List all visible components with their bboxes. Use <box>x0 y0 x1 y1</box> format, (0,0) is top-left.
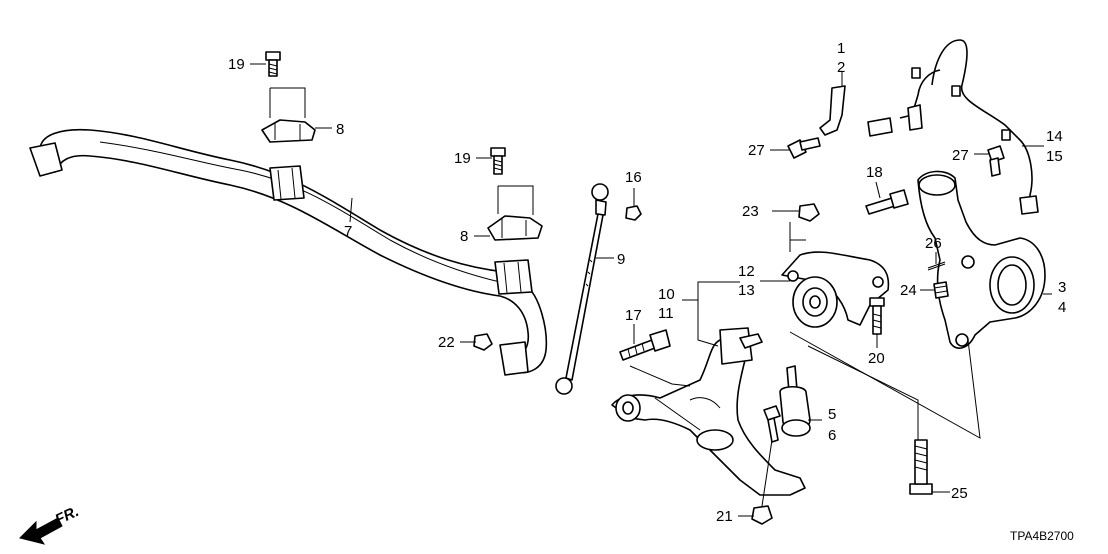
callout-24: 24 <box>900 282 917 299</box>
ball-joint <box>779 365 811 437</box>
callout-17: 17 <box>625 307 642 324</box>
callout-27-left: 27 <box>748 142 765 159</box>
callout-12: 12 <box>738 263 755 280</box>
callout-labels: 1 2 3 4 5 6 7 8 8 9 10 11 12 13 14 15 16… <box>228 40 1066 525</box>
nut-21 <box>751 505 773 525</box>
callout-3: 3 <box>1058 279 1066 296</box>
bolt-27-left <box>787 137 821 159</box>
arrow-icon <box>19 517 63 545</box>
callout-21: 21 <box>716 508 733 525</box>
callout-2: 2 <box>837 59 845 76</box>
bracket-1-2 <box>819 85 846 136</box>
lower-arm <box>611 327 806 496</box>
nut-22 <box>473 333 493 351</box>
front-direction-arrow: FR. <box>19 503 82 545</box>
callout-10: 10 <box>658 286 675 303</box>
leader-lines <box>250 63 1052 517</box>
stabilizer-bushing-left <box>269 165 305 201</box>
callout-8-left: 8 <box>336 121 344 138</box>
stabilizer-holder-left <box>261 119 316 143</box>
bolt-19-right <box>490 147 506 175</box>
callout-25: 25 <box>951 485 968 502</box>
bolt-25 <box>909 439 933 495</box>
callout-5: 5 <box>828 406 836 423</box>
callout-4: 4 <box>1058 299 1066 316</box>
callout-27-right: 27 <box>952 147 969 164</box>
ball-joint-bolt <box>763 405 781 443</box>
callout-9: 9 <box>617 251 625 268</box>
callout-20: 20 <box>868 350 885 367</box>
callout-22: 22 <box>438 334 455 351</box>
callout-26: 26 <box>925 235 942 252</box>
callout-23: 23 <box>742 203 759 220</box>
stabilizer-bushing-right <box>494 259 533 295</box>
callout-11: 11 <box>658 305 674 322</box>
wheel-speed-sensor <box>867 39 1039 215</box>
stabilizer-link <box>555 183 609 395</box>
cotter-pin-26 <box>927 261 946 271</box>
stabilizer-holder-right <box>487 215 543 241</box>
callout-6: 6 <box>828 427 836 444</box>
callout-8-right: 8 <box>460 228 468 245</box>
bolt-18 <box>865 189 909 215</box>
callout-19-right: 19 <box>454 150 471 167</box>
callout-18: 18 <box>866 164 883 181</box>
compliance-bushing <box>781 251 890 328</box>
stabilizer-bar <box>29 128 548 376</box>
callout-7: 7 <box>344 223 352 240</box>
nut-16 <box>625 205 642 221</box>
direction-label: FR. <box>53 503 82 529</box>
callout-1: 1 <box>837 40 845 57</box>
callout-16: 16 <box>625 169 642 186</box>
diagram-code: TPA4B2700 <box>1010 529 1074 543</box>
bolt-27-right <box>987 145 1005 177</box>
callout-13: 13 <box>738 282 755 299</box>
bolt-20 <box>869 297 885 335</box>
callout-19-left: 19 <box>228 56 245 73</box>
nut-23 <box>798 203 820 222</box>
callout-15: 15 <box>1046 148 1063 165</box>
bolt-19-left <box>265 51 281 77</box>
nut-24 <box>933 281 949 299</box>
bolt-17 <box>619 329 671 361</box>
callout-14: 14 <box>1046 128 1063 145</box>
